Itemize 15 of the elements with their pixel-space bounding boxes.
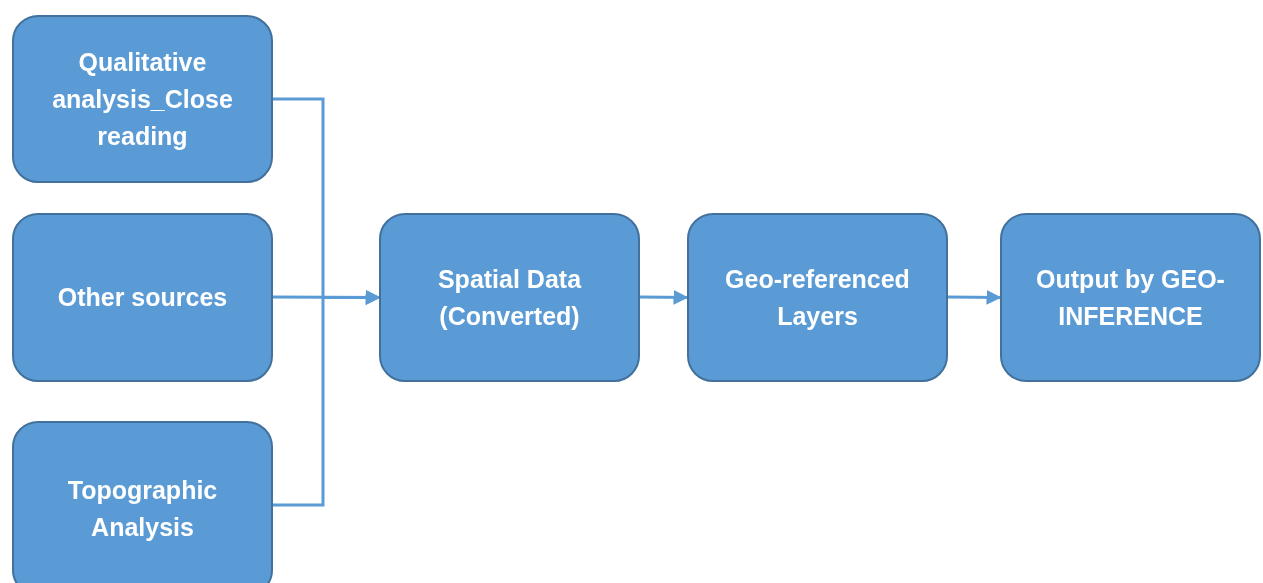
process-box [12, 421, 273, 583]
box-label: Topographic Analysis [66, 474, 219, 543]
process-box [687, 213, 948, 382]
box-label: Other sources [57, 282, 228, 313]
process-box [12, 213, 273, 382]
box-label: Spatial Data (Converted) [436, 263, 583, 332]
box-label: Qualitative analysis_Close reading [51, 46, 234, 152]
box-label: Geo-referenced Layers [724, 263, 911, 332]
process-box [1000, 213, 1261, 382]
arrow [948, 289, 1002, 305]
box-label: Output by GEO-INFERENCE [1035, 263, 1226, 332]
process-box [379, 213, 640, 382]
process-box [12, 15, 273, 183]
arrow [273, 290, 381, 507]
arrow [640, 289, 689, 305]
